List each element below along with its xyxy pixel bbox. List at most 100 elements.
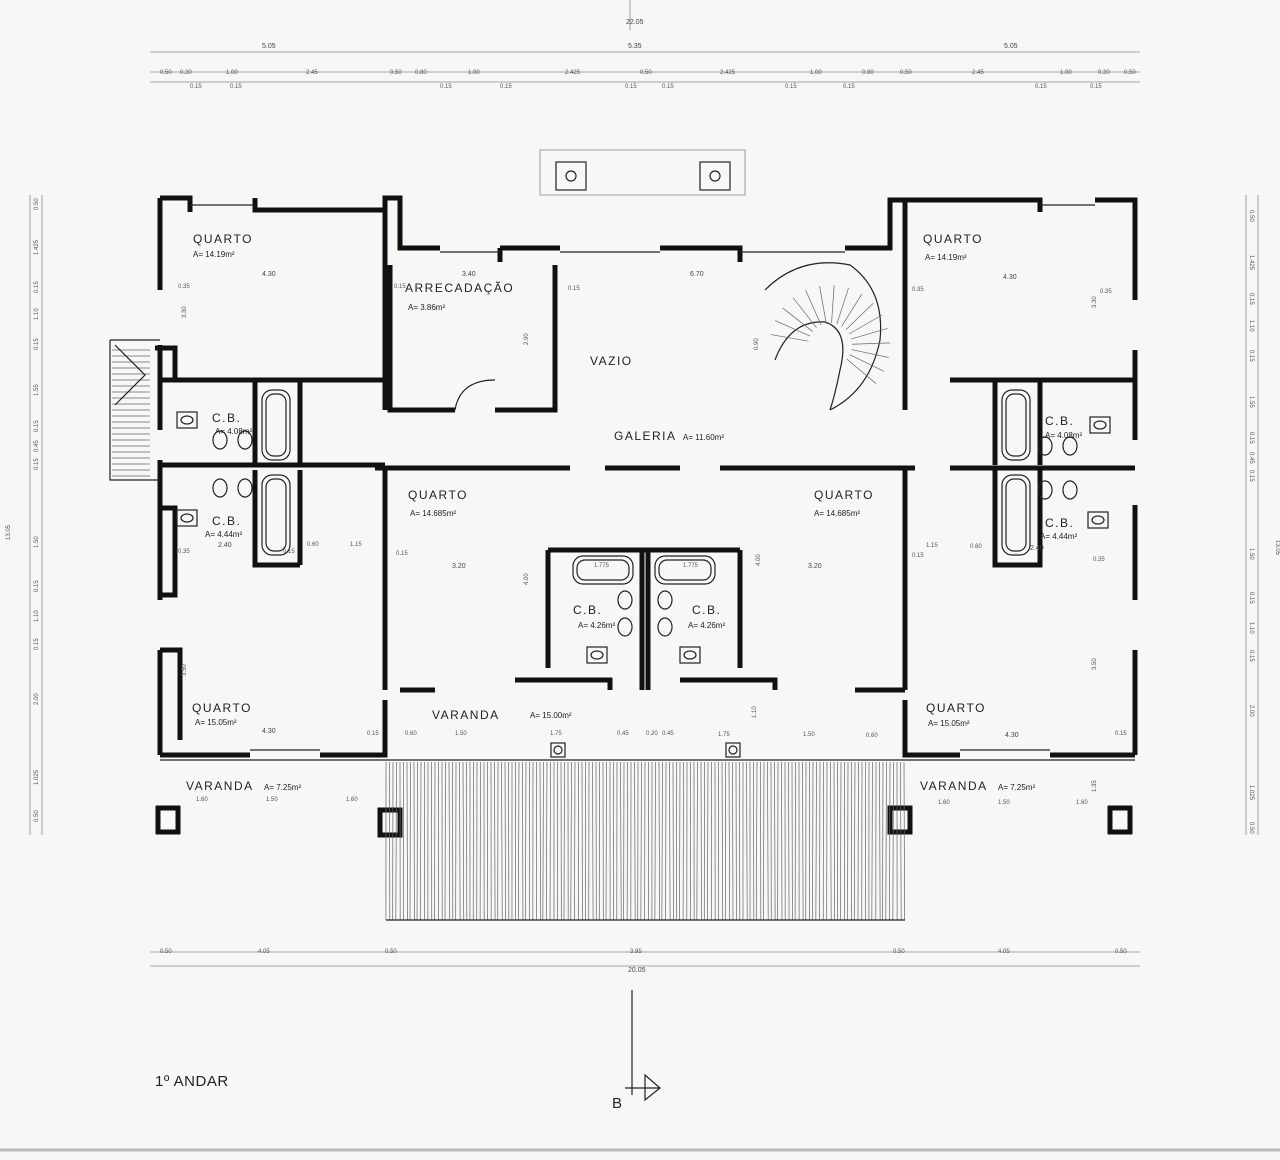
dim-060-b: 0.60	[970, 544, 982, 550]
room-label-varanda-r: VARANDA	[920, 779, 988, 793]
room-area-galeria: A= 11.60m²	[683, 433, 724, 442]
top-seg-15: 0.30	[1098, 70, 1110, 76]
room-dim2-quarto-tl: 3.30	[182, 306, 188, 318]
dim-150-a: 1.50	[455, 731, 467, 737]
dim-035-d: 0.35	[178, 549, 190, 555]
left-dim-3: 1.10	[34, 308, 40, 320]
room-label-quarto-cr: QUARTO	[814, 488, 874, 502]
left-dim-11: 1.10	[34, 610, 40, 622]
room-area-quarto-tl: A= 14.19m²	[193, 250, 235, 259]
room-label-cb-l2: C.B.	[212, 514, 241, 528]
top-small-4: 0.15	[625, 84, 637, 90]
dim-150-d: 1.50	[998, 800, 1010, 806]
top-small-1: 0.15	[230, 84, 242, 90]
room-area-cb-c2: A= 4.26m²	[688, 621, 725, 630]
left-dim-0: 0.50	[34, 198, 40, 210]
dim-015-d: 0.15	[396, 551, 408, 557]
dim-400-a: 4.00	[524, 573, 530, 585]
room-label-quarto-bl: QUARTO	[192, 701, 252, 715]
dim-060-c: 0.60	[405, 731, 417, 737]
room-label-varanda-c: VARANDA	[432, 708, 500, 722]
left-dim-15: 0.50	[34, 810, 40, 822]
room-dim-quarto-bl: 4.30	[262, 728, 276, 735]
dim-160-a: 1.60	[196, 797, 208, 803]
room-area-cb-l1: A= 4.08m²	[215, 427, 252, 436]
top-group-dim-1: 5.05	[262, 43, 276, 50]
bottom-overall-dim: 20.05	[628, 967, 646, 974]
top-seg-6: 1.00	[468, 70, 480, 76]
right-dim-10: 0.15	[1248, 592, 1254, 604]
dim-150-b: 1.50	[803, 732, 815, 738]
bottom-seg-0: 0.50	[160, 949, 172, 955]
top-seg-8: 0.50	[640, 70, 652, 76]
dim-015-e: 0.15	[912, 553, 924, 559]
top-seg-16: 0.50	[1124, 70, 1136, 76]
top-seg-9: 2.425	[720, 70, 736, 76]
top-seg-2: 1.00	[226, 70, 238, 76]
right-dim-11: 1.10	[1248, 622, 1254, 634]
top-seg-12: 0.50	[900, 70, 912, 76]
room-label-quarto-br: QUARTO	[926, 701, 986, 715]
dim-160-b: 1.60	[346, 797, 358, 803]
room-area-quarto-tr: A= 14.19m²	[925, 253, 967, 262]
dim-400-b: 4.00	[756, 554, 762, 566]
left-dim-6: 0.15	[34, 420, 40, 432]
right-dim-14: 1.025	[1248, 785, 1254, 801]
top-seg-7: 2.425	[565, 70, 581, 76]
room-label-cb-r2: C.B.	[1045, 516, 1074, 530]
dim-bath-a: 1.775	[594, 563, 610, 569]
dim-015-f: 0.15	[367, 731, 379, 737]
room-label-vazio: VAZIO	[590, 354, 633, 368]
dim-060-d: 0.60	[866, 733, 878, 739]
room-dim-quarto-tl: 4.30	[262, 271, 276, 278]
right-dim-15: 0.50	[1248, 822, 1254, 834]
room-dim-arrecadacao: 3.40	[462, 271, 476, 278]
left-dim-10: 0.15	[34, 580, 40, 592]
room-area-arrecadacao: A= 3.86m²	[408, 303, 445, 312]
left-dim-8: 0.15	[34, 458, 40, 470]
dim-045-b: 0.45	[662, 731, 674, 737]
dim-090-a: 0.90	[754, 338, 760, 350]
left-dim-7: 0.45	[34, 440, 40, 452]
room-dim2-quarto-br: 3.50	[1092, 658, 1098, 670]
dim-160-c: 1.60	[938, 800, 950, 806]
room-label-arrecadacao: ARRECADAÇÃO	[405, 281, 514, 295]
room-label-quarto-tl: QUARTO	[193, 232, 253, 246]
left-dim-4: 0.15	[34, 338, 40, 350]
right-dim-9: 1.50	[1248, 548, 1254, 560]
dim-015-g: 0.15	[1115, 731, 1127, 737]
top-group-dim-3: 5.05	[1004, 43, 1018, 50]
dim-115-a: 1.15	[350, 542, 362, 548]
bottom-seg-3: 3.95	[630, 949, 642, 955]
right-dim-7: 0.45	[1248, 452, 1254, 464]
bottom-seg-4: 0.50	[893, 949, 905, 955]
room-label-cb-c1: C.B.	[573, 603, 602, 617]
room-label-galeria: GALERIA	[614, 429, 677, 443]
room-label-quarto-cl: QUARTO	[408, 488, 468, 502]
top-seg-3: 2.45	[306, 70, 318, 76]
dim-045-a: 0.45	[617, 731, 629, 737]
dim-015-b: 0.15	[568, 286, 580, 292]
right-dim-1: 1.425	[1248, 255, 1254, 271]
bottom-seg-2: 0.50	[385, 949, 397, 955]
top-small-8: 0.15	[1035, 84, 1047, 90]
bottom-seg-1: 4.05	[258, 949, 270, 955]
left-dim-12: 0.15	[34, 638, 40, 650]
room-area-cb-c1: A= 4.26m²	[578, 621, 615, 630]
right-dim-13: 2.00	[1248, 705, 1254, 717]
dim-035-b: 0.35	[912, 287, 924, 293]
dim-015-c: 0.15	[283, 549, 295, 555]
dim-175-a: 1.75	[550, 731, 562, 737]
right-dim-0: 0.50	[1248, 210, 1254, 222]
room-dim2-arrecadacao: 2.90	[524, 333, 530, 345]
room-area-quarto-br: A= 15.05m²	[928, 719, 970, 728]
dim-060-a: 0.60	[307, 542, 319, 548]
room-label-cb-r1: C.B.	[1045, 414, 1074, 428]
section-marker-label: B	[612, 1095, 623, 1112]
dim-150-c: 1.50	[266, 797, 278, 803]
room-label-cb-l1: C.B.	[212, 411, 241, 425]
top-small-5: 0.15	[662, 84, 674, 90]
dim-bath-b: 1.775	[683, 563, 699, 569]
left-dim-13: 2.00	[34, 693, 40, 705]
